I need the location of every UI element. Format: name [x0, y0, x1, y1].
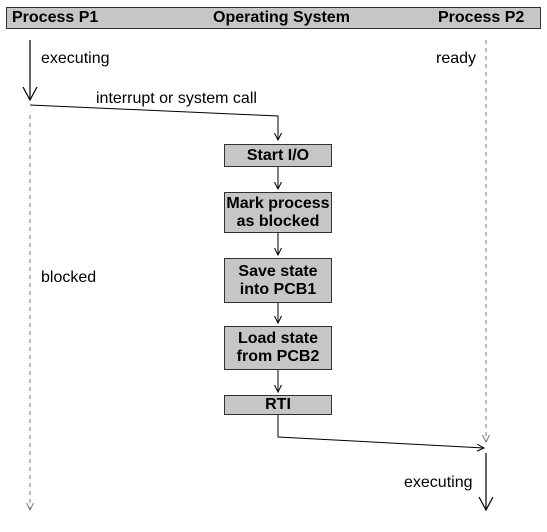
process-p1-title: Process P1	[12, 9, 99, 26]
step-save-state: Save state into PCB1	[224, 258, 332, 303]
p1-executing-label: executing	[41, 50, 110, 67]
rti-return-arrow	[277, 415, 484, 448]
step-rti: RTI	[224, 395, 332, 415]
p1-blocked-label: blocked	[41, 269, 97, 286]
process-p2-title: Process P2	[438, 9, 525, 26]
interrupt-arrow	[29, 104, 278, 140]
p2-executing-label: executing	[404, 474, 473, 491]
interrupt-label: interrupt or system call	[96, 90, 257, 107]
header-bar	[6, 7, 541, 29]
operating-system-title: Operating System	[213, 9, 350, 26]
p2-ready-label: ready	[436, 50, 477, 67]
step-mark-blocked: Mark process as blocked	[224, 192, 332, 233]
step-start-io: Start I/O	[224, 144, 332, 167]
step-load-state: Load state from PCB2	[224, 326, 332, 370]
